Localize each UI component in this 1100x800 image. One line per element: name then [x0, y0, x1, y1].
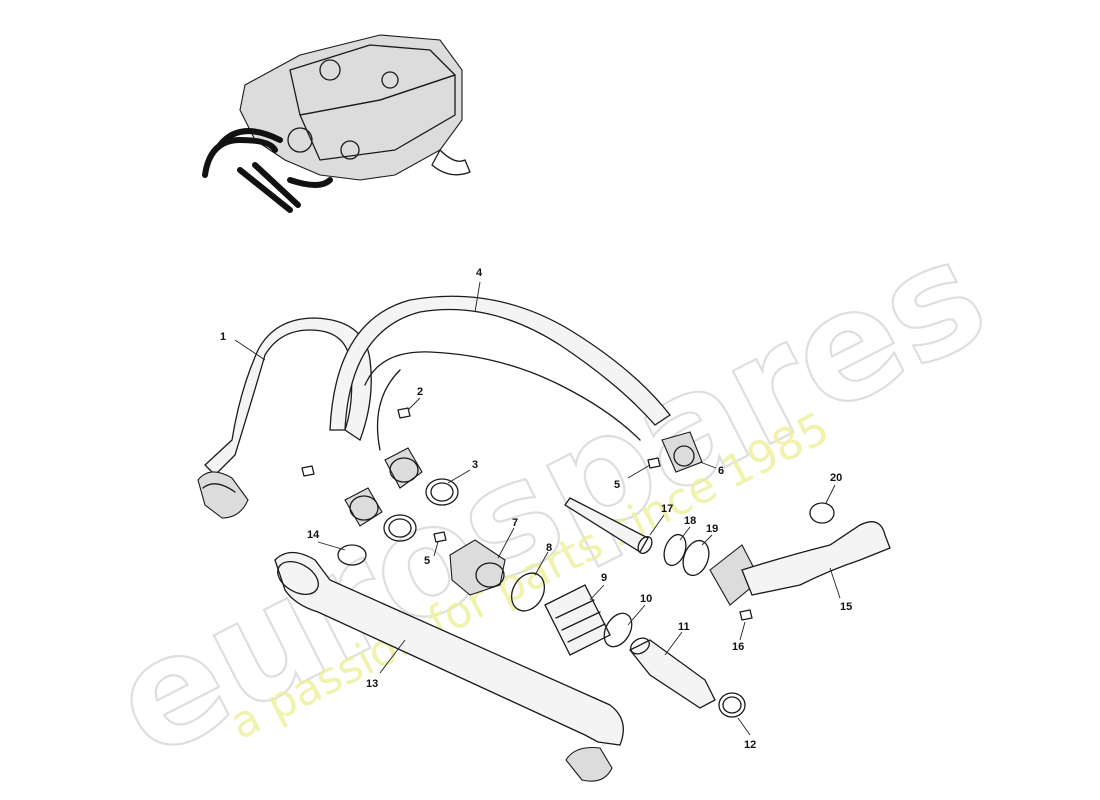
callout-8: 8: [546, 542, 552, 554]
part-8-o-ring: [510, 572, 546, 612]
callout-6: 6: [718, 465, 724, 477]
part-20-o-ring: [809, 502, 835, 524]
callout-1: 1: [220, 331, 226, 343]
part-9-thermostat: [544, 584, 611, 656]
callout-5a: 5: [614, 479, 620, 491]
part-14-o-ring: [337, 544, 367, 566]
callout-10: 10: [640, 593, 652, 605]
part-12-clip: [718, 692, 746, 718]
callout-16: 16: [732, 641, 744, 653]
callout-19: 19: [706, 523, 718, 535]
part-15-outlet-pipe: [709, 521, 891, 606]
callout-15: 15: [840, 601, 852, 613]
callout-3: 3: [472, 459, 478, 471]
callout-5b: 5: [424, 555, 430, 567]
callout-7: 7: [512, 517, 518, 529]
callout-12: 12: [744, 739, 756, 751]
leader-lines: [234, 281, 841, 736]
part-11-spigot: [628, 637, 716, 709]
callout-9: 9: [601, 572, 607, 584]
outlet-housings: [344, 447, 423, 527]
callout-11: 11: [678, 621, 690, 633]
part-17-tapered-tube: [564, 497, 653, 555]
callout-18: 18: [684, 515, 696, 527]
callout-17: 17: [661, 503, 673, 515]
part-13-coolant-pipe: [274, 551, 624, 782]
callout-4: 4: [476, 267, 483, 279]
callout-20: 20: [830, 472, 842, 484]
part-7-thermostat-housing: [449, 539, 506, 596]
part-10-seal: [603, 612, 633, 648]
part-19-o-ring: [682, 539, 710, 577]
part-4-coolant-hose: [329, 295, 671, 451]
callout-2: 2: [417, 386, 423, 398]
callout-13: 13: [366, 678, 378, 690]
part-6-flange: [661, 431, 703, 473]
callout-labels: 1 2 3 4 5 5 6 7 8 9 10 11 12 13 14 15 16…: [220, 267, 852, 751]
engine-overview-illustration: [202, 34, 471, 213]
part-1-coolant-pipe: [197, 317, 372, 519]
callout-14: 14: [307, 529, 320, 541]
part-3-hose-clips: [383, 478, 459, 542]
